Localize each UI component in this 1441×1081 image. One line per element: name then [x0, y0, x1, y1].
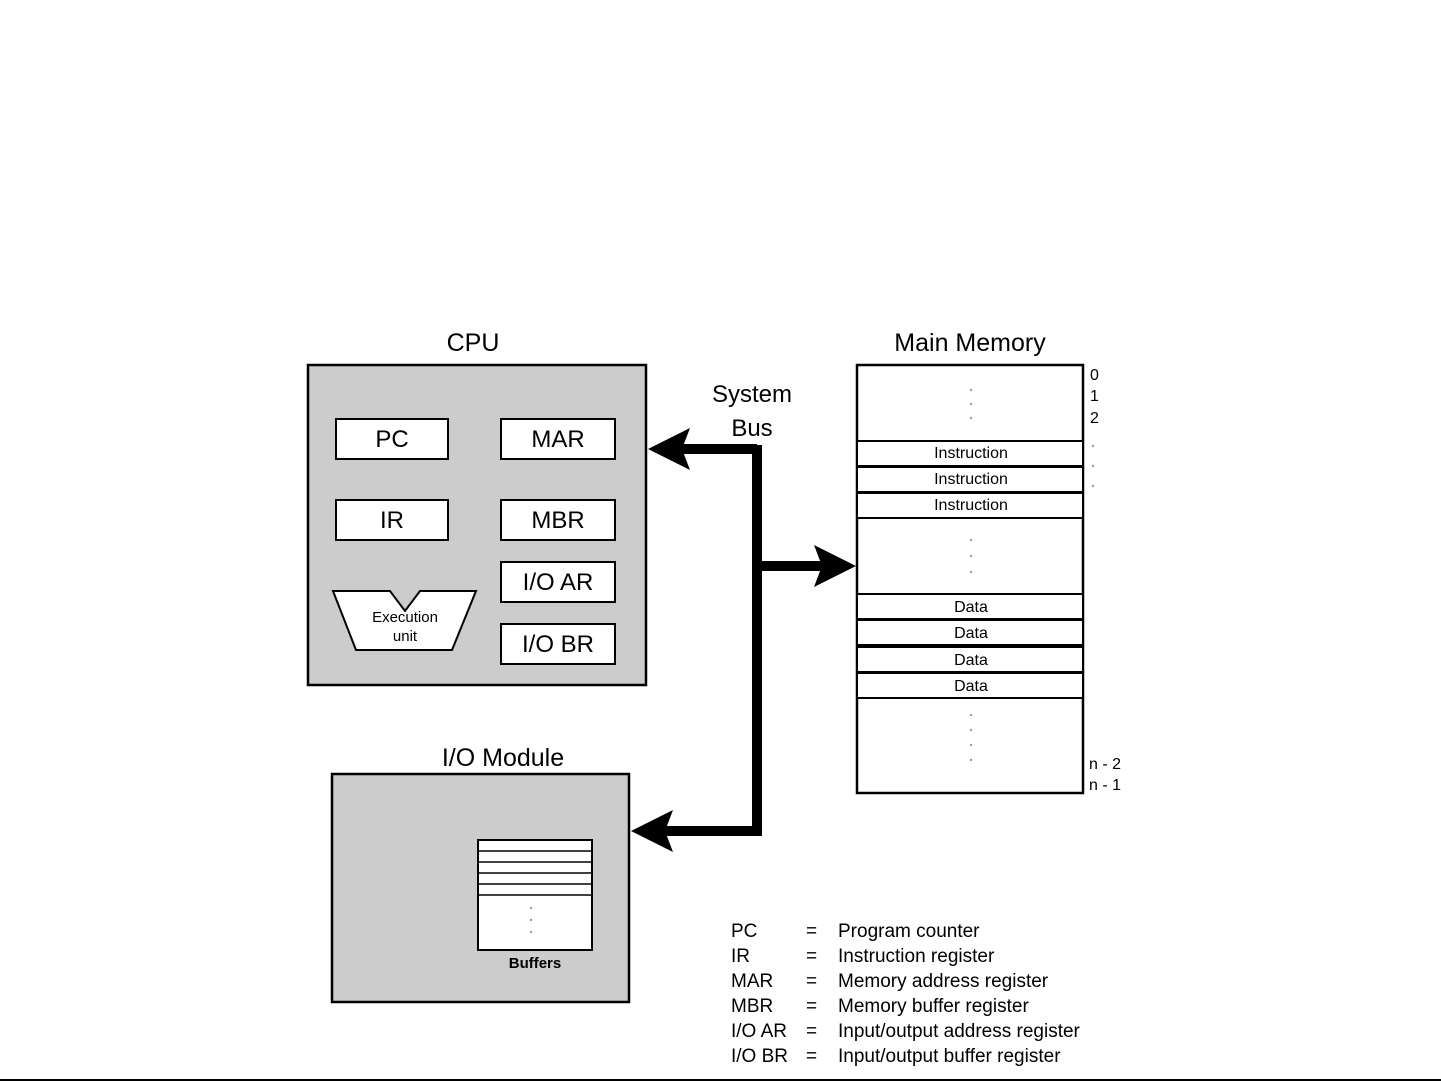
memory-index-2: 2 — [1090, 410, 1099, 427]
legend-desc: Program counter — [838, 921, 980, 942]
memory-instruction-label: Instruction — [934, 445, 1008, 462]
memory-data-label: Data — [954, 625, 988, 642]
legend: PC = Program counter IR = Instruction re… — [731, 921, 1081, 1067]
memory-title: Main Memory — [894, 329, 1046, 357]
mar-register — [500, 418, 616, 460]
execution-unit — [331, 590, 478, 651]
legend-desc: Instruction register — [838, 946, 995, 967]
ir-label: IR — [380, 507, 404, 534]
memory-data-cell — [856, 593, 1084, 620]
io-ar-label: I/O AR — [523, 569, 594, 596]
legend-equals: = — [806, 971, 817, 992]
memory-box — [855, 363, 1085, 795]
buffers — [477, 839, 593, 951]
memory-index-n-1: n - 1 — [1089, 777, 1121, 794]
legend-abbr: PC — [731, 921, 757, 942]
memory-instruction-cell — [856, 492, 1084, 519]
legend-desc: Memory buffer register — [838, 996, 1029, 1017]
legend-equals: = — [806, 946, 817, 967]
memory-index-0: 0 — [1090, 367, 1099, 384]
io-ar-register — [500, 561, 616, 603]
memory-data-label: Data — [954, 678, 988, 695]
bus-io-arrowhead — [631, 810, 673, 852]
legend-desc: Memory address register — [838, 971, 1049, 992]
memory-instruction-label: Instruction — [934, 497, 1008, 514]
buffer-dots — [529, 906, 533, 934]
legend-abbr: MBR — [731, 996, 773, 1017]
legend-equals: = — [806, 996, 817, 1017]
mar-label: MAR — [531, 426, 584, 453]
bus-cpu-arrowhead — [648, 428, 690, 470]
bus-label-line2: Bus — [731, 415, 772, 442]
memory-index-1: 1 — [1090, 388, 1099, 405]
system-bus — [631, 428, 856, 852]
memory-data-label: Data — [954, 599, 988, 616]
mbr-register — [500, 499, 616, 541]
memory-index-dots — [1091, 444, 1095, 488]
execution-unit-label-line2: unit — [393, 628, 418, 645]
execution-unit-label-line1: Execution — [372, 609, 438, 626]
cpu-title: CPU — [447, 329, 500, 357]
legend-equals: = — [806, 1021, 817, 1042]
memory-dots-middle — [969, 538, 973, 574]
ir-register — [335, 499, 449, 541]
legend-desc: Input/output address register — [838, 1021, 1081, 1042]
memory-index-n-2: n - 2 — [1089, 756, 1121, 773]
memory-instruction-label: Instruction — [934, 471, 1008, 488]
io-module-title: I/O Module — [442, 744, 564, 772]
buffers-label: Buffers — [509, 955, 562, 972]
bus-label-line1: System — [712, 381, 792, 408]
memory-instruction-cell — [856, 440, 1084, 467]
bus-memory-arrowhead — [814, 545, 856, 587]
legend-desc: Input/output buffer register — [838, 1046, 1061, 1067]
legend-abbr: I/O BR — [731, 1046, 788, 1067]
memory-data-cell — [856, 646, 1084, 673]
legend-abbr: IR — [731, 946, 750, 967]
memory-data-cell — [856, 619, 1084, 646]
mbr-label: MBR — [531, 507, 584, 534]
pc-register — [335, 418, 449, 460]
memory-data-cell — [856, 672, 1084, 699]
legend-equals: = — [806, 1046, 817, 1067]
memory-dots-bottom — [969, 713, 973, 762]
io-br-label: I/O BR — [522, 631, 594, 658]
memory-data-label: Data — [954, 652, 988, 669]
pc-label: PC — [375, 426, 408, 453]
legend-abbr: MAR — [731, 971, 773, 992]
memory-dots-top — [969, 388, 973, 420]
io-br-register — [500, 623, 616, 665]
legend-abbr: I/O AR — [731, 1021, 787, 1042]
legend-equals: = — [806, 921, 817, 942]
